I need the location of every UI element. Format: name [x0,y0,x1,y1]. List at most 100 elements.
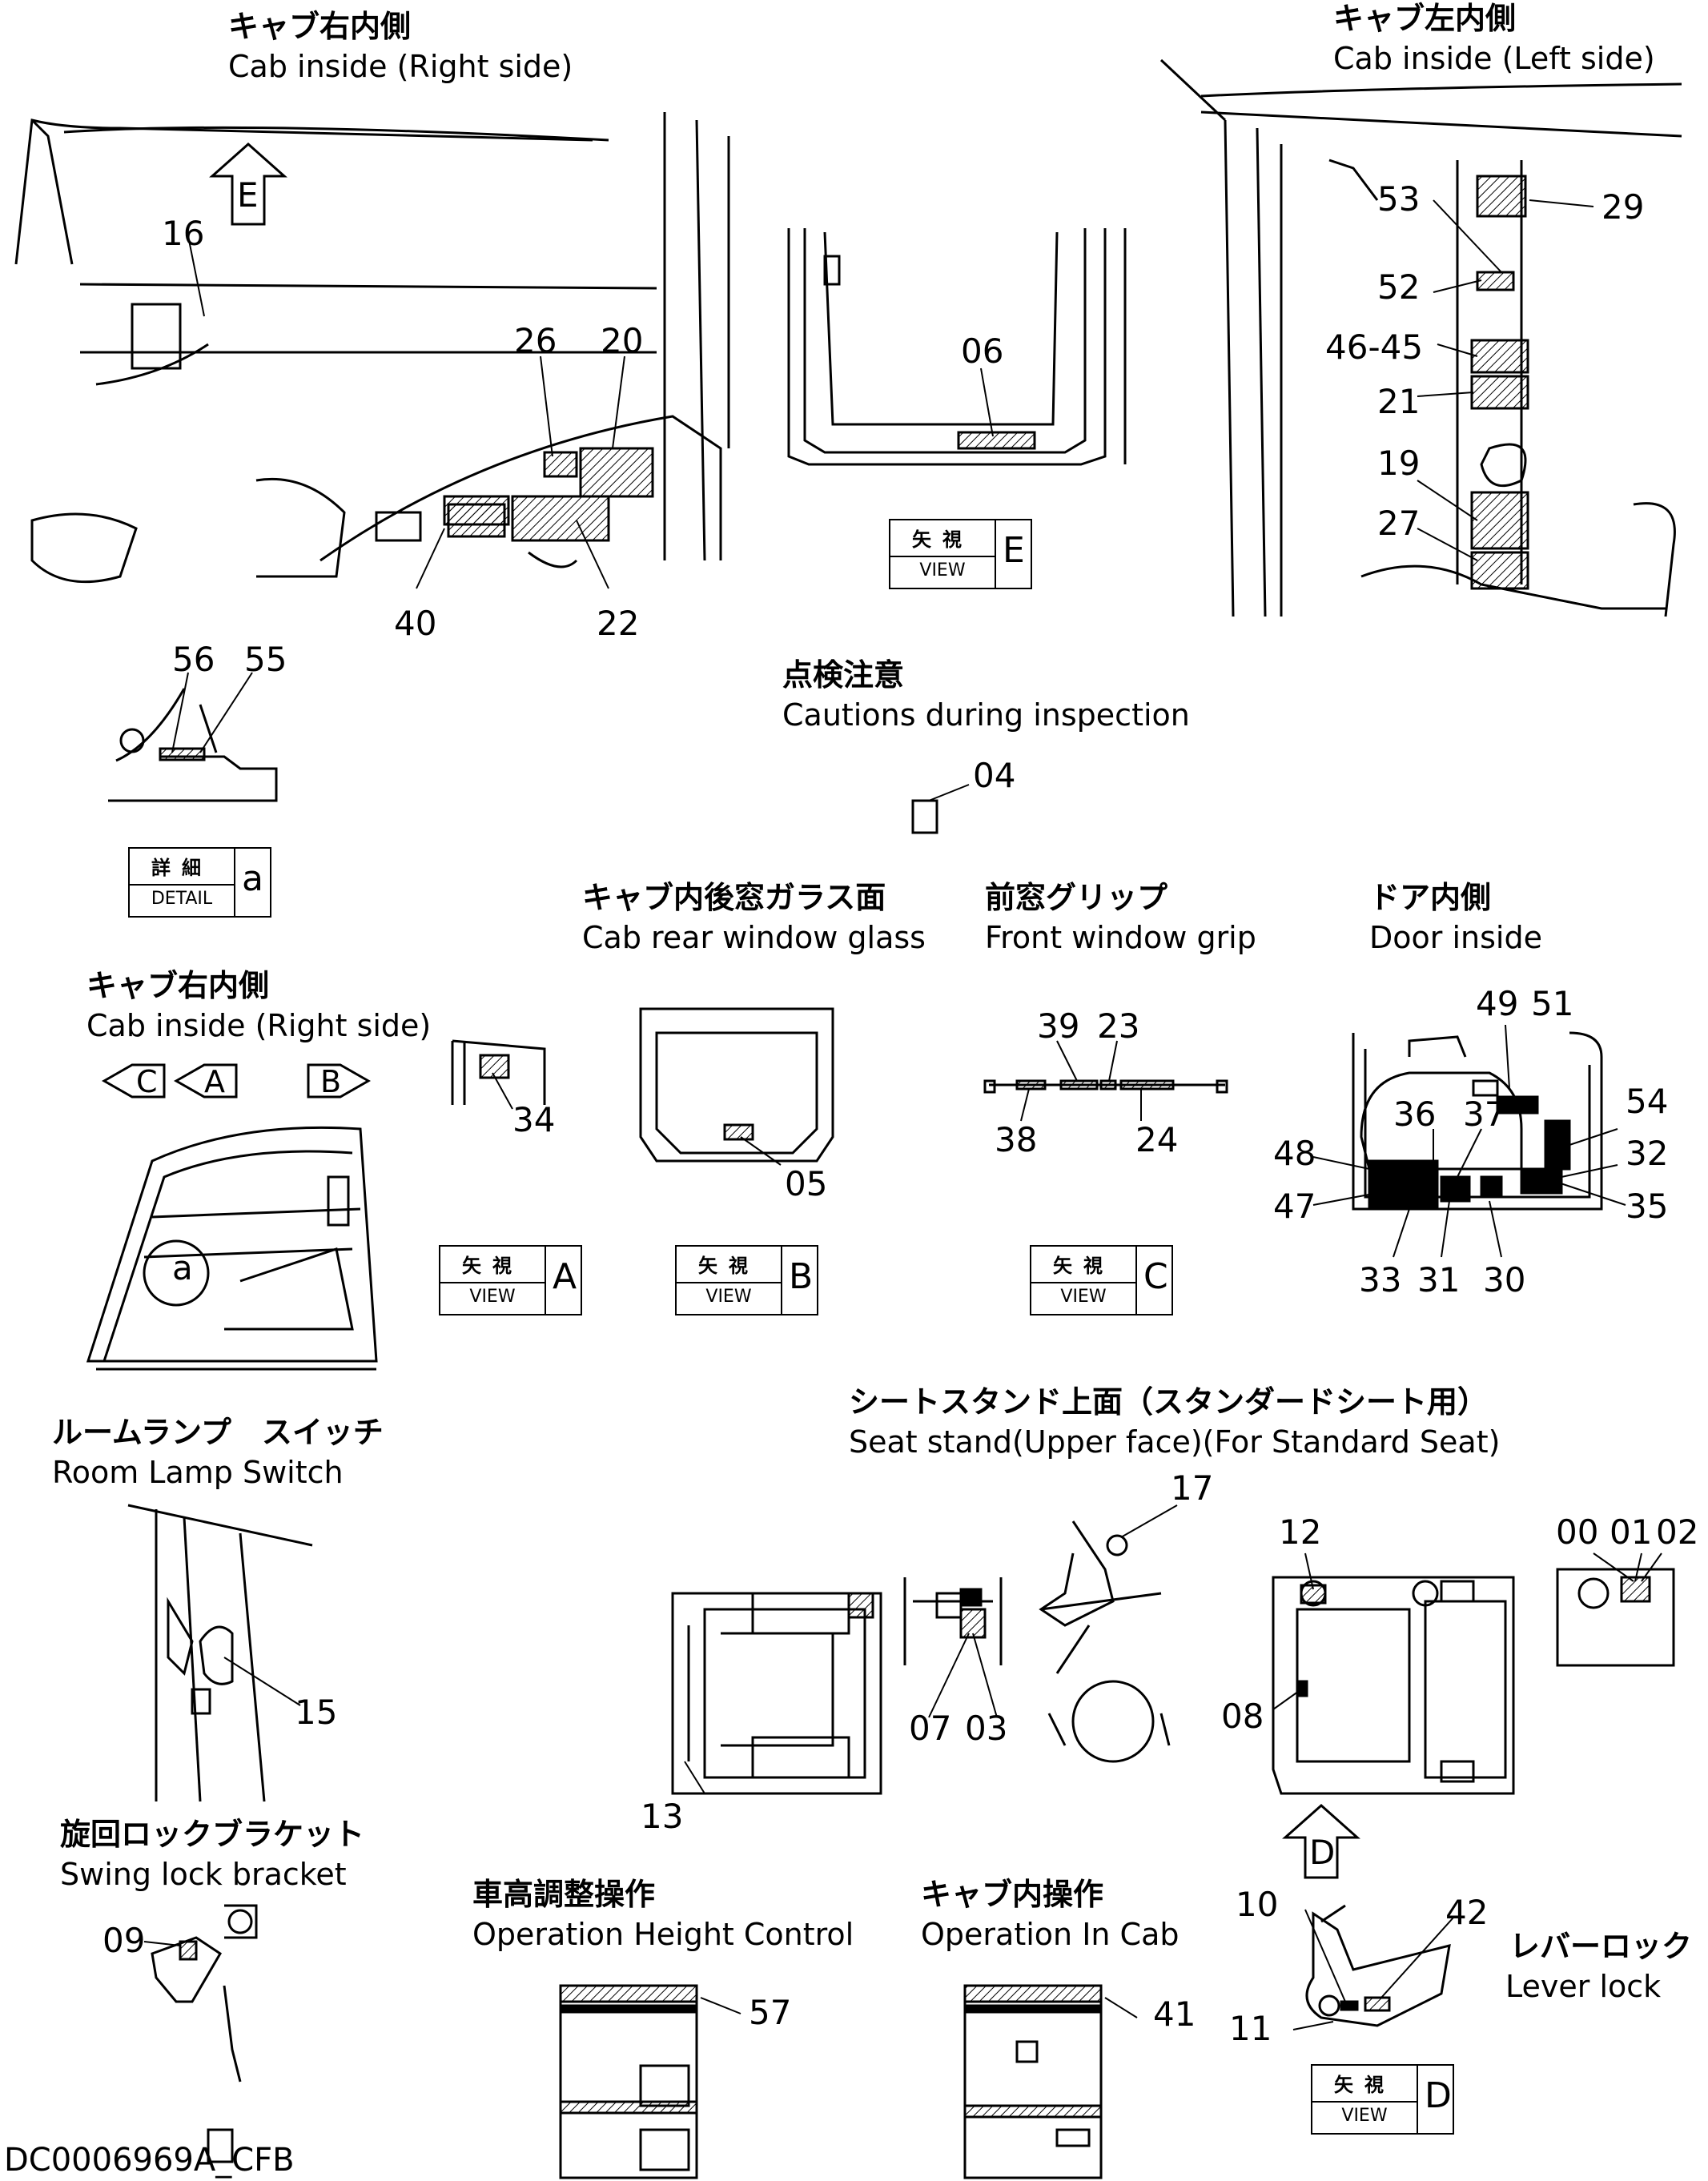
seat-stand-drawing-1 [671,1592,882,1795]
part-number: 36 [1393,1095,1437,1134]
part-number: 02 [1656,1512,1699,1552]
part-number: 06 [961,331,1004,371]
section-title-jp: 前窓グリップ [985,880,1168,915]
section-title-en: Room Lamp Switch [52,1455,344,1490]
seat-stand-drawing-4 [1272,1576,1515,1795]
section-title-jp: レバーロック [1509,1929,1693,1964]
part-number: 11 [1229,2009,1272,2048]
part-number: 39 [1037,1006,1080,1046]
room-lamp-drawing [127,1504,313,1802]
part-number: 56 [172,640,215,679]
drawing-code: DC0006969A_CFB [4,2142,295,2179]
part-number: 32 [1626,1134,1669,1173]
part-number: 27 [1377,504,1421,543]
part-number: 08 [1221,1697,1264,1736]
section-title-en: Door inside [1369,920,1542,955]
part-number: 05 [785,1164,828,1203]
part-number: 09 [102,1921,146,1960]
arrow-label-c: C [136,1064,158,1099]
part-number: 29 [1602,187,1645,227]
part-number: 20 [601,321,644,360]
part-number: 17 [1171,1468,1214,1508]
part-number: 35 [1626,1187,1669,1226]
arrow-c [101,1063,166,1099]
cab-right-drawing [14,112,730,584]
part-number: 37 [1463,1095,1506,1134]
arrow-b [307,1063,372,1099]
section-title-jp: 車高調整操作 [472,1877,656,1912]
section-title-en: Cab inside (Right side) [228,49,573,84]
part-number: 01 [1610,1512,1653,1552]
arrow-label-a: A [204,1064,225,1099]
section-title-en: Lever lock [1505,1969,1662,2004]
section-title-jp: キャブ右内側 [86,968,270,1003]
part-number: 47 [1273,1187,1316,1226]
part-number: 41 [1153,1994,1196,2034]
part-number: 04 [973,756,1016,795]
part-number: 16 [162,214,205,253]
seat-stand-drawing-5 [1556,1568,1675,1667]
section-title-en: Operation Height Control [472,1917,854,1952]
part-number: 13 [641,1797,684,1836]
part-number: 19 [1377,444,1421,483]
arrow-e [209,142,287,226]
section-title-en: Cab inside (Left side) [1333,41,1655,76]
view-e-drawing [787,228,1127,466]
cab-right-side-drawing [86,1126,378,1371]
part-number: 24 [1135,1120,1179,1159]
part-number: 38 [995,1120,1038,1159]
seat-stand-drawing-3 [1039,1520,1171,1763]
part-number: 46-45 [1325,327,1424,367]
door-inside-drawing [1352,1031,1603,1211]
op-in-cab-manual [963,1984,1103,2179]
part-number: 55 [244,640,287,679]
part-number: 40 [394,604,437,643]
part-number: 51 [1531,984,1574,1023]
section-title-jp: キャブ左内側 [1333,1,1517,36]
view-a-drawing [451,1039,546,1105]
arrow-label-e: E [237,175,259,215]
section-title-en: Cautions during inspection [782,697,1190,733]
part-number: 52 [1377,267,1421,307]
section-title-en: Cab inside (Right side) [86,1008,432,1043]
seat-stand-drawing-2 [903,1577,1003,1665]
section-title-jp: キャブ内操作 [921,1877,1104,1912]
arrow-label-b: B [320,1064,342,1099]
part-number: 26 [514,321,557,360]
section-title-jp: キャブ内後窓ガラス面 [582,880,886,915]
detail-a-drawing [108,688,278,802]
part-number: 00 [1556,1512,1599,1552]
part-number: 33 [1359,1260,1402,1299]
part-number: 12 [1279,1512,1322,1552]
part-number: 49 [1476,984,1519,1023]
part-number: 15 [295,1693,338,1732]
part-number: 03 [965,1709,1008,1748]
section-title-en: Front window grip [985,920,1256,955]
part-number: 34 [512,1100,556,1139]
part-number: 10 [1236,1885,1279,1924]
part-number: 42 [1445,1893,1489,1932]
part-number: 31 [1417,1260,1461,1299]
section-title-en: Seat stand(Upper face)(For Standard Seat… [849,1424,1501,1460]
part-number: 48 [1273,1134,1316,1173]
arrow-d [1282,1803,1360,1879]
part-number: 22 [597,604,640,643]
part-number: 30 [1483,1260,1526,1299]
arrow-label-d: D [1309,1833,1336,1872]
part-number: 57 [749,1993,792,2032]
part-number: 54 [1626,1082,1669,1121]
lever-lock-drawing [1305,1904,1451,2027]
part-number: 23 [1097,1006,1140,1046]
section-title-en: Cab rear window glass [582,920,926,955]
section-title-en: Operation In Cab [921,1917,1180,1952]
section-title-jp: キャブ右内側 [228,9,412,44]
section-title-jp: シートスタンド上面（スタンダードシート用） [849,1384,1489,1420]
detail-marker-a: a [172,1248,193,1287]
rear-glass-drawing [639,1007,834,1163]
